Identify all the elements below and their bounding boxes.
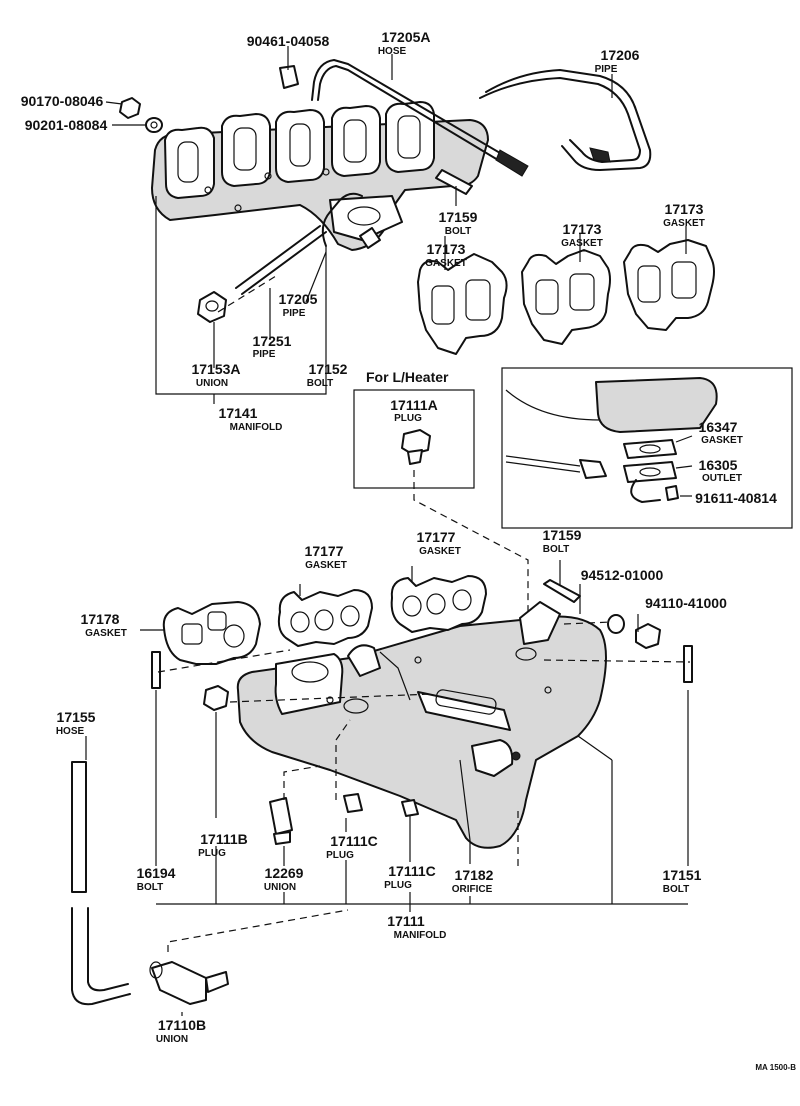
callout-91611-number: 91611-40814 <box>695 490 777 506</box>
nut-90170-icon <box>119 97 141 119</box>
heater-plug-box <box>353 389 529 640</box>
callout-16305-number: 16305 <box>699 457 738 473</box>
callout-16347-name: GASKET <box>701 435 743 446</box>
callout-17182-name: ORIFICE <box>452 884 493 895</box>
callout-17173-b-number: 17173 <box>563 221 602 237</box>
callout-12269-number: 12269 <box>265 865 304 881</box>
callout-17111a-number: 17111A <box>390 397 438 413</box>
callout-17173-c-number: 17173 <box>665 201 704 217</box>
callout-17111b-number: 17111B <box>200 831 248 847</box>
callout-17173-b-name: GASKET <box>561 238 603 249</box>
callout-90461-number: 90461-04058 <box>247 33 330 49</box>
callout-17159-top-name: BOLT <box>445 226 471 237</box>
callout-17141-name: MANIFOLD <box>230 422 283 433</box>
callout-17206-name: PIPE <box>595 64 618 75</box>
callout-17159-mid-number: 17159 <box>543 527 582 543</box>
callout-16194-number: 16194 <box>137 865 176 881</box>
hose-17205a-icon <box>311 59 513 161</box>
reference-code: MA 1500-B <box>755 1063 796 1072</box>
washer-90201-icon <box>145 117 163 133</box>
gasket-17178-icon <box>162 601 261 665</box>
callout-17153a-name: UNION <box>196 378 228 389</box>
callout-17111c-a-name: PLUG <box>326 850 354 861</box>
gasket-17173-b-icon <box>521 249 611 345</box>
callout-17155-name: HOSE <box>56 726 85 737</box>
callout-17182-number: 17182 <box>455 867 494 883</box>
washer-94512-icon <box>607 614 625 634</box>
callout-17173-a-number: 17173 <box>427 241 466 257</box>
callout-17159-top-number: 17159 <box>439 209 478 225</box>
callout-17173-c-name: GASKET <box>663 218 705 229</box>
callout-17151-name: BOLT <box>663 884 689 895</box>
callout-17177-b-number: 17177 <box>417 529 456 545</box>
callout-94512-number: 94512-01000 <box>581 567 664 583</box>
gasket-17177-a-icon <box>277 589 373 647</box>
gasket-17173-c-icon <box>623 239 715 331</box>
gasket-17177-b-icon <box>390 575 487 633</box>
callout-17110b-name: UNION <box>156 1034 188 1045</box>
callout-17205-name: PIPE <box>283 308 306 319</box>
union-17110b-icon <box>149 961 229 1005</box>
bolt-17159-mid-icon <box>543 579 581 603</box>
callout-17177-b-name: GASKET <box>419 546 461 557</box>
callout-17152-number: 17152 <box>309 361 348 377</box>
stud-16194-icon <box>151 651 161 689</box>
callout-12269-name: UNION <box>264 882 296 893</box>
callout-17173-a-name: GASKET <box>425 258 467 269</box>
plug-17111c-a-icon <box>343 793 363 813</box>
pipe-17251-icon <box>235 225 321 289</box>
callout-90201-number: 90201-08084 <box>25 117 108 133</box>
heater-section-label: For L/Heater <box>366 369 449 385</box>
callout-labels: 90461-04058 17205A HOSE 17206 PIPE 90170… <box>21 29 796 1072</box>
callout-16347-number: 16347 <box>699 419 738 435</box>
plug-17111b-icon <box>203 685 229 711</box>
pipe-17206-icon <box>485 69 652 171</box>
callout-17206-number: 17206 <box>601 47 640 63</box>
callout-17111c-b-number: 17111C <box>388 863 436 879</box>
callout-17178-name: GASKET <box>85 628 127 639</box>
clip-90461-icon <box>279 65 299 89</box>
callout-17205a-name: HOSE <box>378 46 407 57</box>
exhaust-manifold-drawing <box>151 101 489 251</box>
callout-17111c-b-name: PLUG <box>384 880 412 891</box>
gasket-17173-a-icon <box>417 253 508 355</box>
callout-17177-a-number: 17177 <box>305 543 344 559</box>
callout-17205-number: 17205 <box>279 291 318 307</box>
callout-17178-number: 17178 <box>81 611 120 627</box>
stud-17151-icon <box>683 645 693 683</box>
hose-17155-icon <box>71 761 131 1006</box>
callout-17141-number: 17141 <box>219 405 258 421</box>
callout-17111-number: 17111 <box>387 913 425 929</box>
callout-17177-a-name: GASKET <box>305 560 347 571</box>
heater-outlet-box <box>501 367 793 529</box>
callout-16194-name: BOLT <box>137 882 163 893</box>
plug-17111c-b-icon <box>401 799 419 817</box>
callout-90170-number: 90170-08046 <box>21 93 104 109</box>
callout-17151-number: 17151 <box>663 867 702 883</box>
callout-17251-name: PIPE <box>253 349 276 360</box>
callout-17159-mid-name: BOLT <box>543 544 569 555</box>
callout-17251-number: 17251 <box>253 333 292 349</box>
callout-94110-number: 94110-41000 <box>645 595 727 611</box>
callout-17111a-name: PLUG <box>394 413 422 424</box>
callout-17111-name: MANIFOLD <box>394 930 447 941</box>
callout-17111c-a-number: 17111C <box>330 833 378 849</box>
union-12269-icon <box>269 797 293 845</box>
callout-17111b-name: PLUG <box>198 848 226 859</box>
callout-17152-name: BOLT <box>307 378 333 389</box>
callout-17110b-number: 17110B <box>158 1017 206 1033</box>
leader-lines-lower <box>85 560 691 1016</box>
leader-lines-upper <box>105 46 687 404</box>
callout-17205a-number: 17205A <box>381 29 430 45</box>
callout-17153a-number: 17153A <box>191 361 240 377</box>
callout-17155-number: 17155 <box>57 709 96 725</box>
callout-16305-name: OUTLET <box>702 473 742 484</box>
pipe-17205-icon <box>321 192 363 247</box>
union-17153a-icon <box>197 291 227 323</box>
nut-94110-icon <box>635 623 661 649</box>
